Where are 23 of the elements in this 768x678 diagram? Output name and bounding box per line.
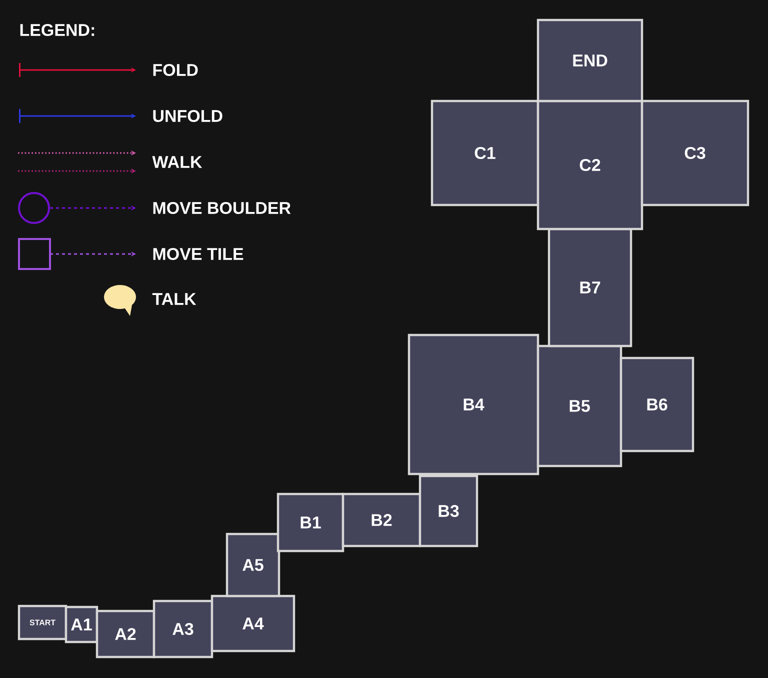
room-box: B5 bbox=[536, 344, 622, 468]
legend-label: UNFOLD bbox=[153, 110, 222, 122]
room-box: B6 bbox=[620, 356, 694, 452]
room-box: B2 bbox=[342, 492, 422, 548]
room-box: START bbox=[18, 604, 68, 640]
legend-label: MOVE BOULDER bbox=[153, 202, 291, 214]
room-box: B4 bbox=[408, 334, 540, 476]
legend-label: TALK bbox=[152, 293, 196, 305]
room-box: A3 bbox=[152, 600, 214, 658]
room-box: END bbox=[536, 18, 644, 102]
room-box: B7 bbox=[548, 228, 632, 348]
legend-label: WALK bbox=[152, 156, 202, 168]
room-box: C2 bbox=[536, 100, 644, 230]
room-box: C1 bbox=[430, 100, 540, 206]
legend-heading: LEGEND: bbox=[20, 24, 94, 36]
room-box: A4 bbox=[210, 594, 296, 652]
room-box: B3 bbox=[418, 474, 478, 548]
legend-label: FOLD bbox=[153, 64, 198, 76]
room-box: A5 bbox=[226, 532, 280, 598]
legend-label: MOVE TILE bbox=[153, 248, 244, 260]
room-box: C3 bbox=[640, 100, 750, 206]
room-box: B1 bbox=[276, 492, 344, 552]
room-box: A1 bbox=[64, 606, 98, 644]
